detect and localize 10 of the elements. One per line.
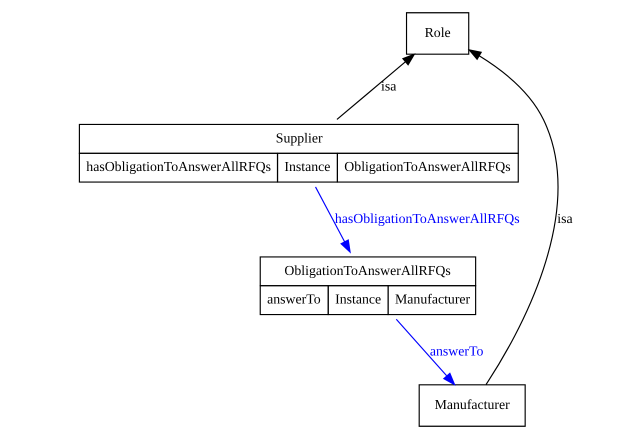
edge-label: isa <box>381 78 396 94</box>
arrow <box>468 49 558 385</box>
arrow <box>315 186 351 254</box>
edge-label: hasObligationToAnswerAllRFQs <box>334 211 520 226</box>
node-box: Manufacturer <box>418 384 526 427</box>
arrow <box>336 53 416 120</box>
edge-label: answerTo <box>430 344 484 359</box>
node-box: Role <box>406 12 470 55</box>
arrow <box>396 318 456 386</box>
edge-label: isa <box>557 211 573 226</box>
